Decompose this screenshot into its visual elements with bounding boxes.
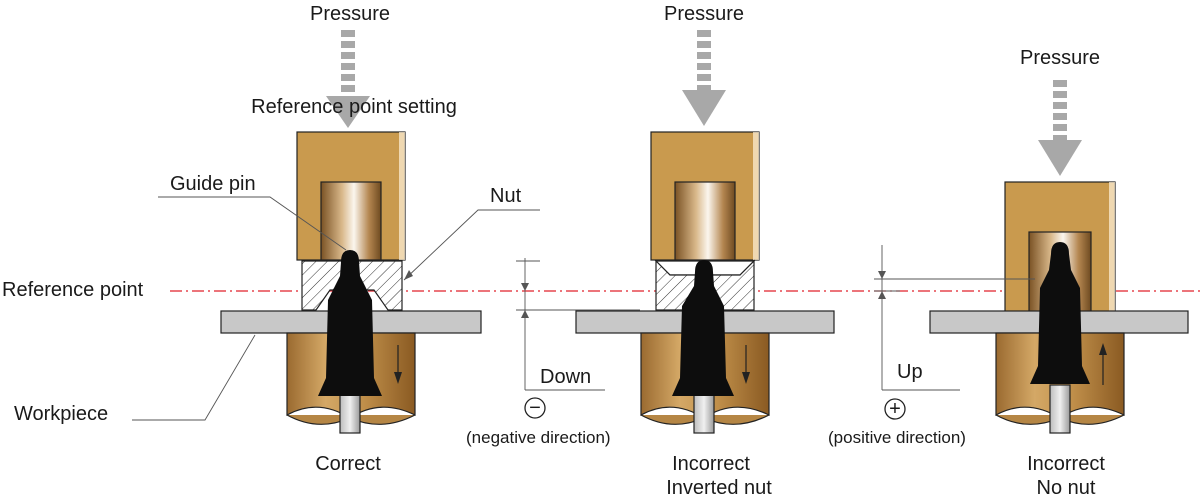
pressure-label: Pressure [664,3,744,25]
guide-pin-label: Guide pin [170,173,256,195]
svg-text:+: + [889,398,901,420]
pressure-label: Pressure [1020,47,1100,69]
minus-symbol: − [524,397,546,419]
guide-pin [318,250,382,396]
nut-leader [403,209,540,281]
workpiece-label: Workpiece [14,403,108,425]
caption-1: Correct [315,453,381,475]
positive-direction-label: (positive direction) [828,428,966,447]
electrode-bore [674,181,736,261]
up-label: Up [897,361,923,383]
down-arrow-small [394,345,402,384]
electrode-bore [320,181,382,261]
guide-pin-leader [158,196,347,251]
plus-symbol: + [884,398,906,420]
reference-point-setting-label: Reference point setting [251,96,457,118]
reference-point-label: Reference point [2,279,144,301]
down-label: Down [540,366,591,388]
caption-3a: Incorrect [1027,453,1105,475]
pin-shaft [1049,384,1071,434]
down-arrow-small [742,345,750,384]
down-dimension [516,258,640,391]
pressure-arrow [326,30,370,128]
nut-label: Nut [490,185,522,207]
up-dimension [874,245,1035,391]
up-arrow-small [1099,343,1107,385]
upper-electrode-edge [399,132,405,260]
guide-pin [1030,242,1090,384]
pin-shaft [339,394,361,434]
panel-correct: Pressure Correct [220,3,482,475]
caption-2a: Incorrect [672,453,750,475]
svg-text:−: − [529,397,541,419]
panel-inverted-nut: Pressure Down − (negative d [466,3,835,499]
negative-direction-label: (negative direction) [466,428,611,447]
workpiece-leader [132,334,256,421]
pressure-arrow [682,30,726,126]
panel-no-nut: Pressure Up + (positive direction) Inc [828,47,1189,499]
pressure-label: Pressure [310,3,390,25]
pressure-arrow [1038,80,1082,176]
pin-shaft [693,394,715,434]
caption-2b: Inverted nut [666,477,772,499]
caption-3b: No nut [1037,477,1096,499]
guide-pin [672,260,734,396]
